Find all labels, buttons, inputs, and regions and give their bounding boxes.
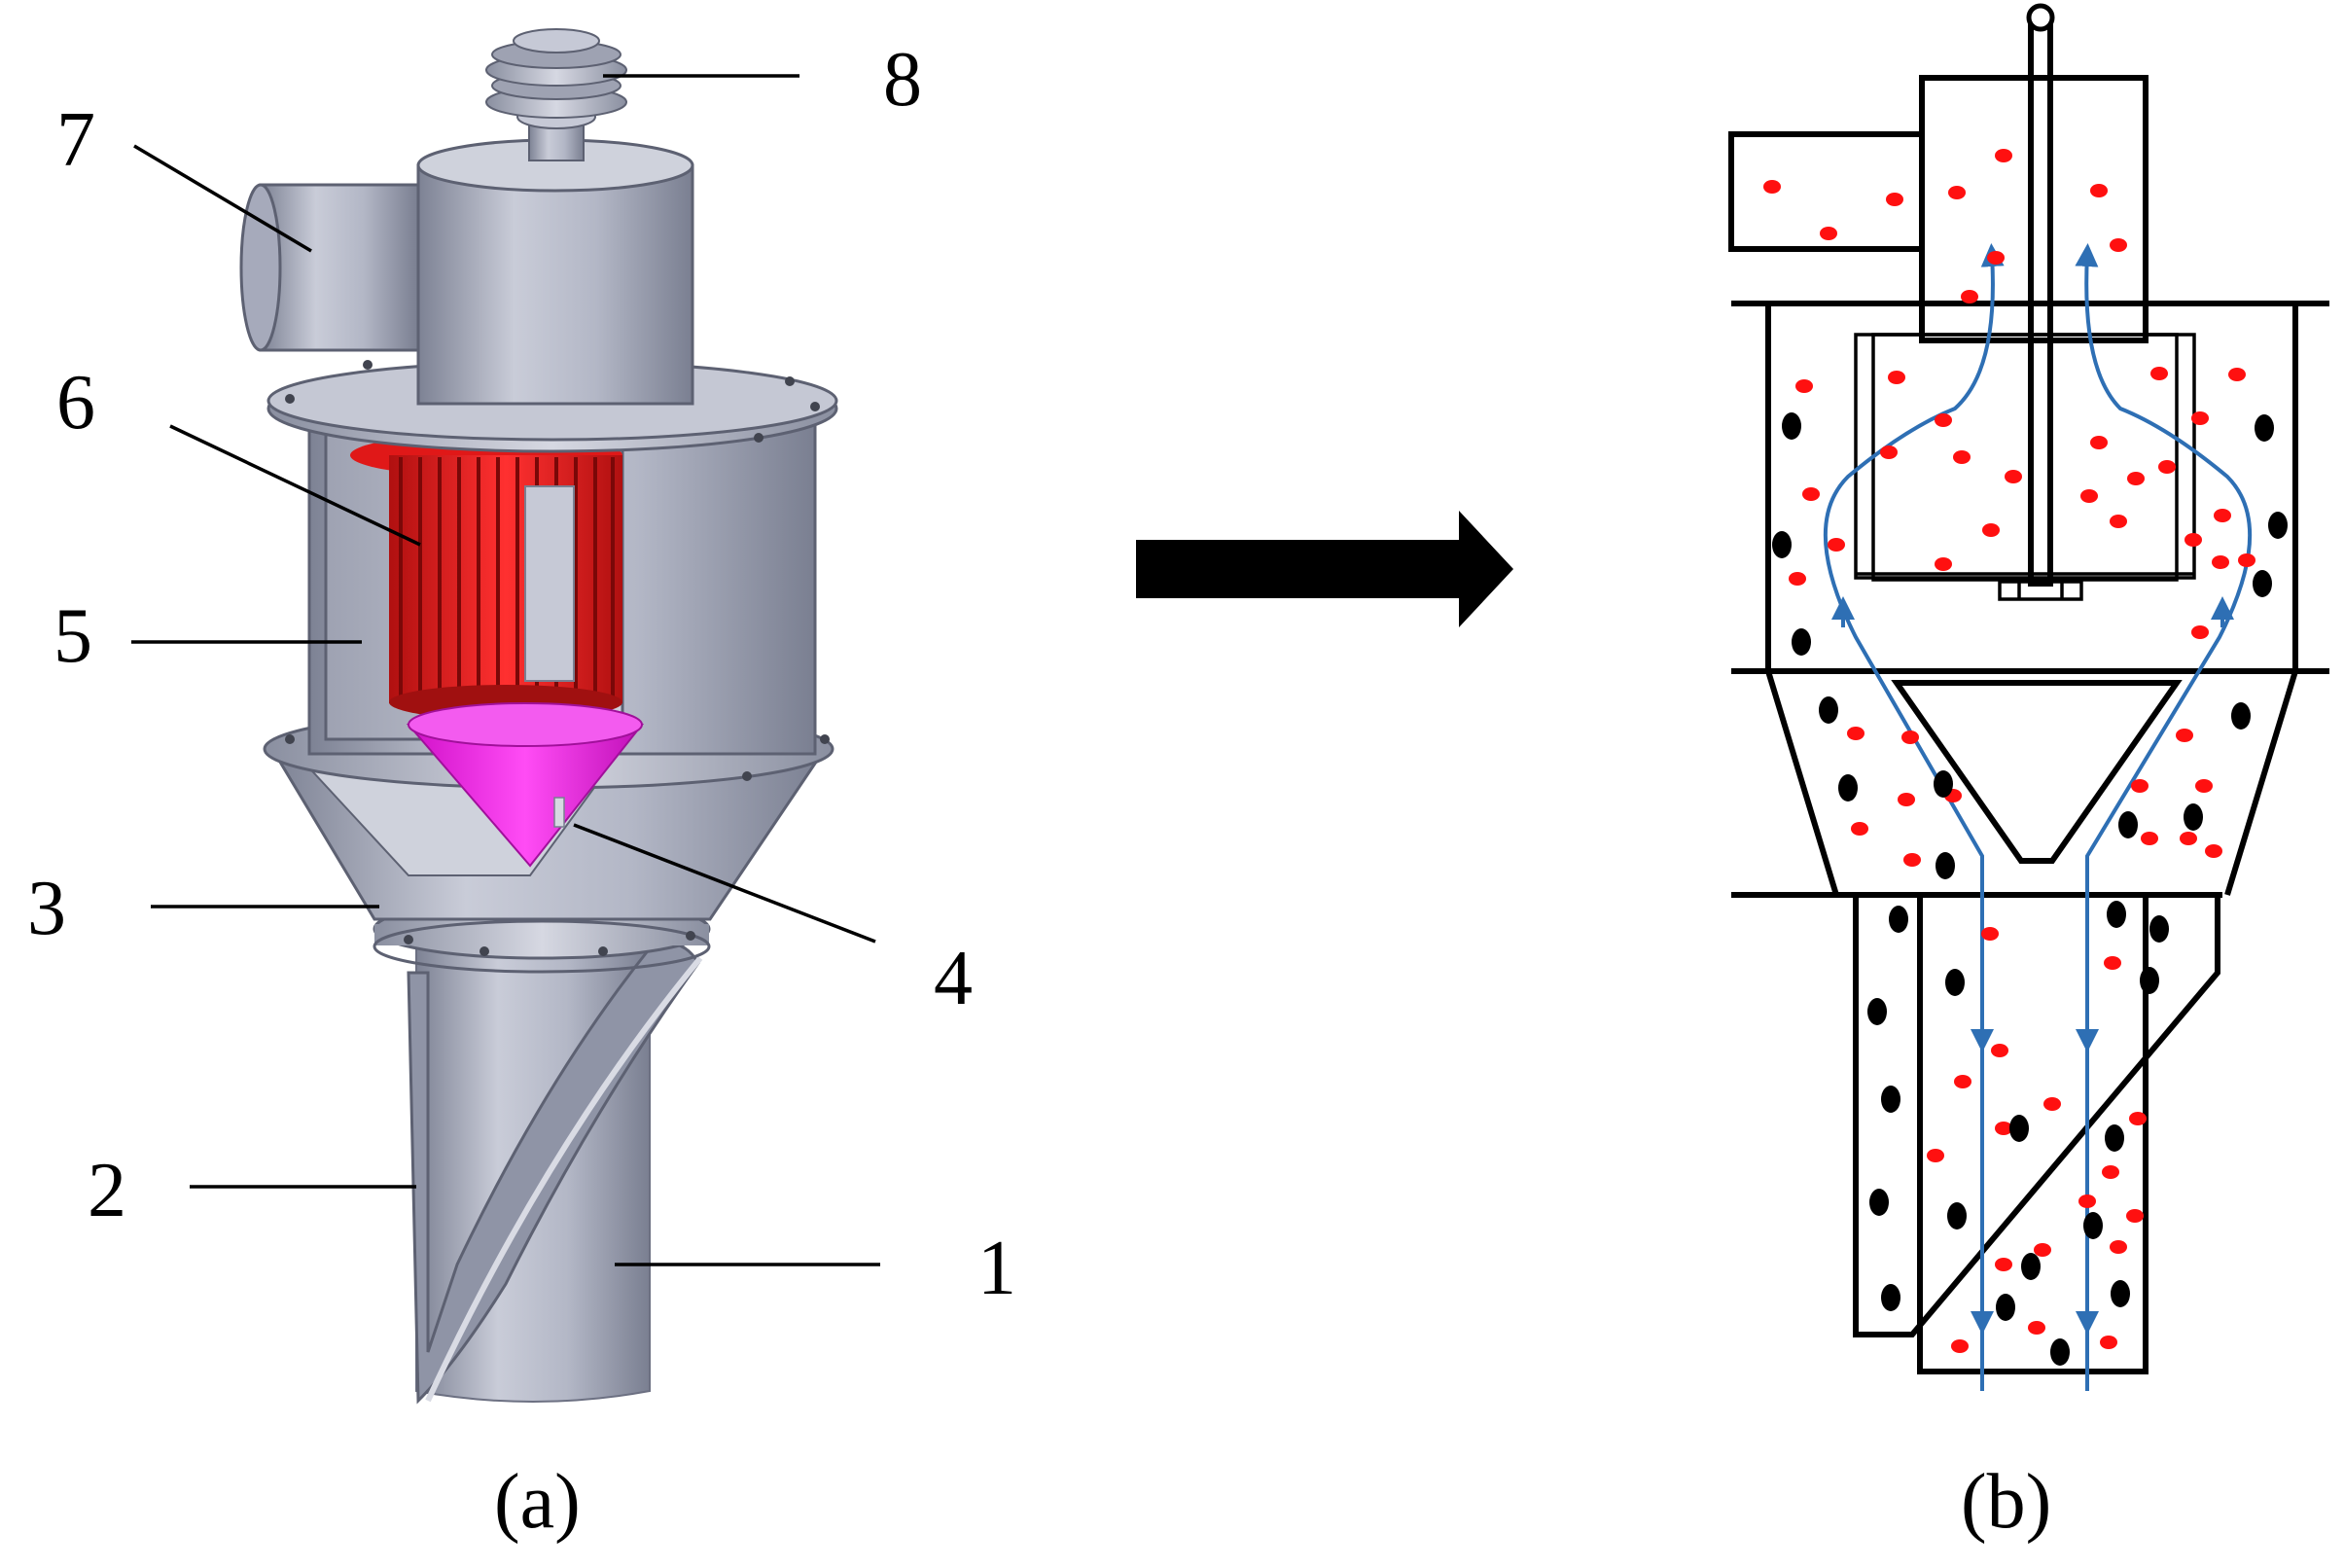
transition-arrow [1136, 511, 1513, 627]
leader-lines [131, 74, 880, 1266]
label-5: 5 [53, 593, 92, 679]
caption-b: (b) [1961, 1459, 2051, 1545]
label-1: 1 [977, 1226, 1016, 1311]
fine-outlet-pipe [259, 183, 420, 352]
schematic-rotor [1854, 333, 2196, 580]
label-2: 2 [88, 1148, 126, 1233]
flow-schematic [1728, 3, 2329, 1391]
drive-pulley [485, 28, 627, 161]
label-6: 6 [56, 360, 95, 445]
coarse-particles [1772, 412, 2288, 1366]
caption-a: (a) [494, 1459, 581, 1545]
label-8: 8 [883, 37, 922, 123]
schematic-chute [1853, 895, 2220, 1337]
schematic-inlet-pipe [1917, 895, 2149, 1374]
fine-particles [1763, 149, 2255, 1353]
label-7: 7 [56, 97, 95, 183]
outlet-housing [416, 163, 694, 406]
label-3: 3 [27, 866, 66, 951]
separator-3d-model [239, 28, 838, 1405]
label-4: 4 [934, 936, 973, 1021]
schematic-cone [1891, 680, 2183, 864]
rotor-cage [350, 434, 622, 720]
